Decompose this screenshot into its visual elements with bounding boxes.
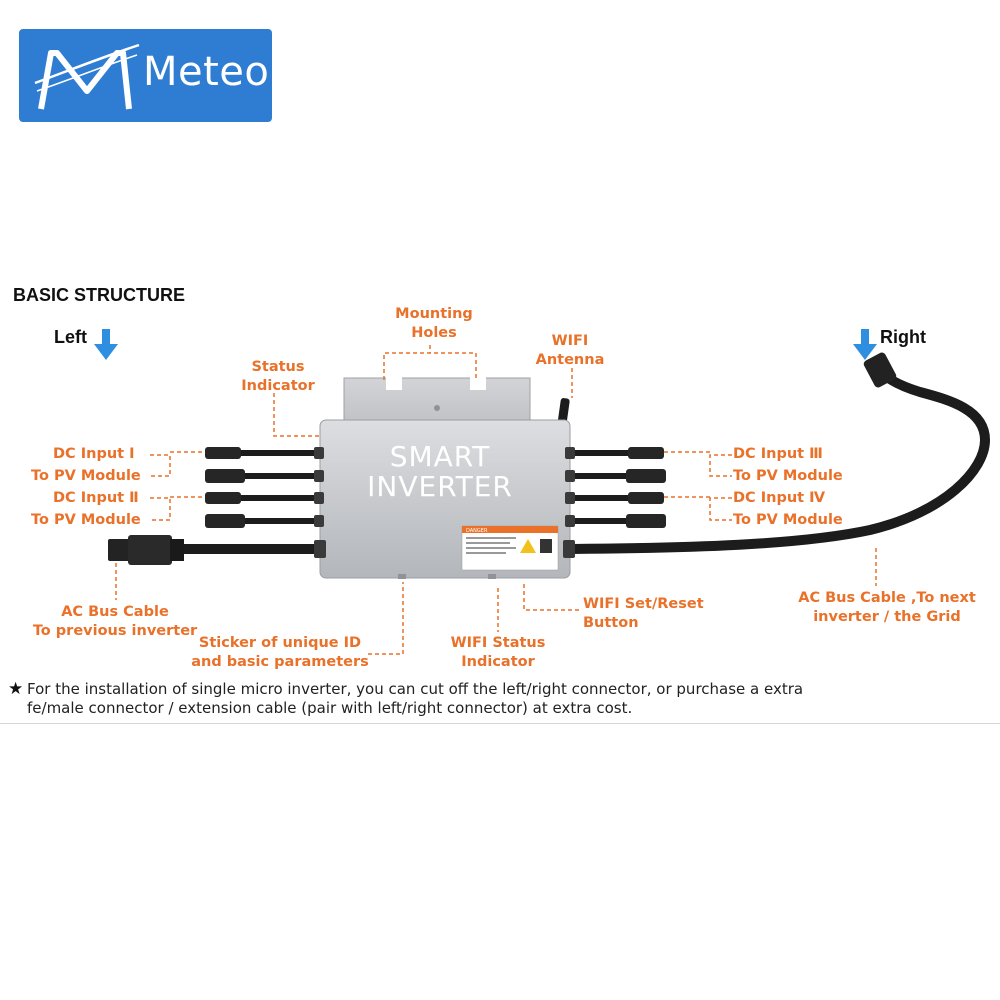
left-dc-cables [205, 447, 323, 528]
mounting-holes-label: Mounting Holes [395, 306, 473, 341]
divider [0, 723, 1000, 724]
leader-lines [115, 345, 877, 655]
right-dc-cables [568, 447, 666, 528]
meteor-logo: Meteor [19, 29, 286, 122]
right-down-arrow-icon [853, 329, 877, 360]
sticker-label: Sticker of unique ID and basic parameter… [191, 635, 369, 670]
left-ac-bus-cable [108, 535, 325, 565]
device-text-line2: INVERTER [367, 470, 513, 503]
status-indicator-label: Status Indicator [241, 359, 315, 394]
pv-module-1-label: To PV Module [31, 468, 141, 484]
pv-module-2-label: To PV Module [31, 512, 141, 528]
mounting-plate [343, 376, 531, 431]
dc-input-3-label: DC Input Ⅲ [733, 446, 823, 462]
wifi-reset-label: WIFI Set/Reset Button [583, 596, 704, 631]
right-side-label: Right [880, 327, 926, 347]
star-icon: ★ [8, 679, 24, 698]
diagram-heading: BASIC STRUCTURE [13, 285, 186, 305]
note-line-2: fe/male connector / extension cable (pai… [27, 699, 633, 717]
ac-bus-previous-label: AC Bus Cable To previous inverter [32, 604, 198, 639]
sticker-title: DANGER [466, 528, 488, 534]
ac-bus-next-label: AC Bus Cable ,To next inverter / the Gri… [798, 590, 976, 625]
dc-input-1-label: DC Input Ⅰ [53, 446, 135, 462]
logo-m-icon [34, 43, 140, 110]
pv-module-3-label: To PV Module [733, 468, 843, 484]
left-down-arrow-icon [94, 329, 118, 360]
note-line-1: For the installation of single micro inv… [27, 680, 804, 698]
right-ac-bus-cable [567, 352, 991, 554]
wifi-status-label: WIFI Status Indicator [450, 635, 546, 670]
dc-input-4-label: DC Input Ⅳ [733, 490, 826, 506]
pv-module-4-label: To PV Module [733, 512, 843, 528]
dc-input-2-label: DC Input Ⅱ [53, 490, 139, 506]
left-side-label: Left [54, 327, 87, 347]
device-text-line1: SMART [390, 440, 491, 473]
parameter-sticker: DANGER [461, 525, 559, 571]
brand-name: Meteor [143, 49, 287, 95]
wifi-antenna-label: WIFI Antenna [535, 333, 605, 368]
